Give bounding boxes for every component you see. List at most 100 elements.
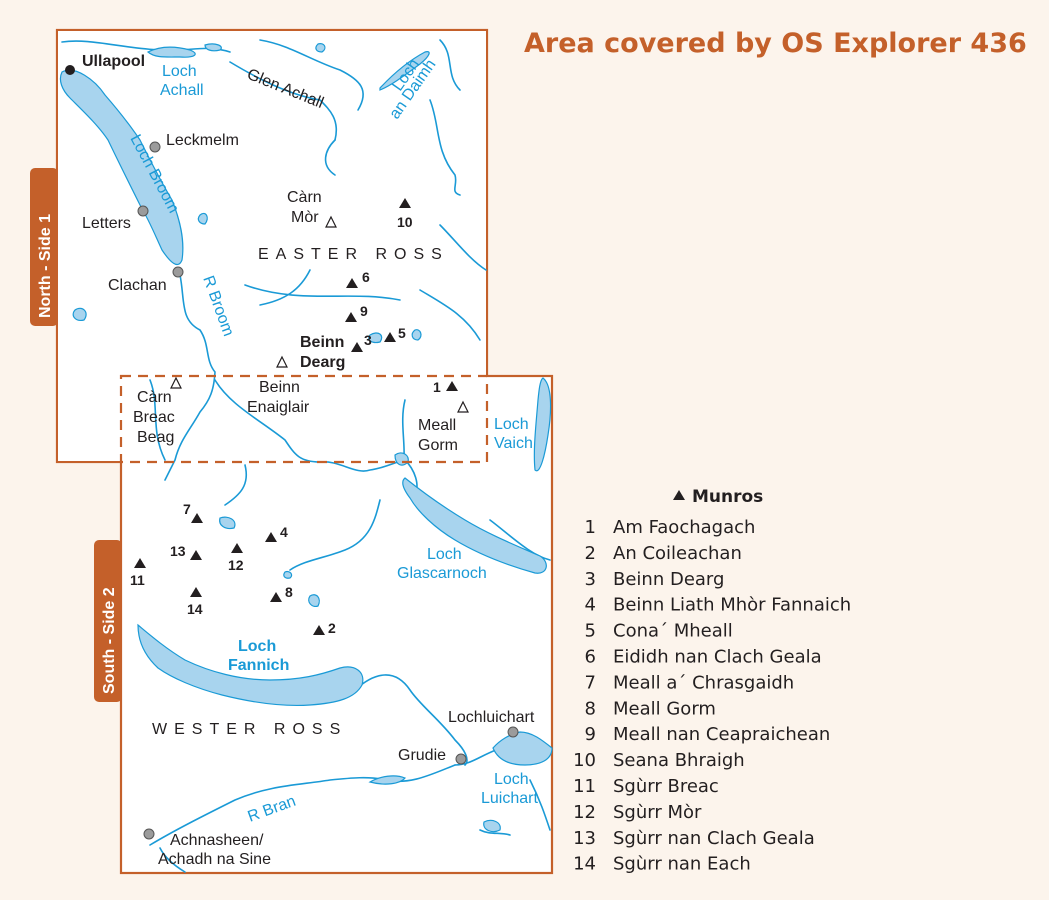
munro-4-number: 4 [280, 524, 288, 540]
legend-item-name: Meall Gorm [613, 698, 716, 719]
munro-1-icon [446, 381, 458, 391]
label-carn-breac-beag-1: Càrn [137, 389, 172, 406]
legend-item-name: Meall a´ Chrasgaidh [613, 672, 794, 693]
munro-6-number: 6 [362, 269, 370, 285]
munro-12-icon [231, 543, 243, 553]
label-beinn-dearg-1: Beinn [300, 334, 344, 351]
label-loch-fannich-2: Fannich [228, 657, 289, 674]
legend-item-number: 1 [585, 517, 596, 538]
label-lochluichart: Lochluichart [448, 709, 535, 726]
munro-4-icon [265, 532, 277, 542]
munro-10-number: 10 [397, 214, 413, 230]
munro-11-number: 11 [130, 572, 145, 588]
label-clachan: Clachan [108, 277, 167, 294]
munro-5-number: 5 [398, 325, 406, 341]
ullapool-marker [65, 65, 75, 75]
loch-achall-shape [146, 46, 196, 58]
south-side-tab: South - Side 2 [94, 540, 122, 702]
munro-13-number: 13 [170, 543, 186, 559]
legend-heading: Munros [692, 487, 763, 507]
munro-8-number: 8 [285, 584, 293, 600]
label-easter-ross: EASTER ROSS [258, 246, 449, 263]
legend-item-number: 5 [585, 621, 596, 642]
loch-vaich-shape [533, 377, 552, 472]
legend-item-name: Sgùrr Breac [613, 776, 719, 797]
label-achnasheen-1: Achnasheen/ [170, 832, 264, 849]
label-achnasheen-2: Achadh na Sine [158, 851, 271, 868]
meall-gorm-hill-icon [457, 400, 469, 413]
label-beinn-enaiglair-1: Beinn [259, 379, 300, 396]
label-loch-vaich-2: Vaich [494, 435, 533, 452]
legend-item-number: 7 [585, 672, 596, 693]
munro-3-icon [351, 342, 363, 352]
legend-item-number: 12 [573, 802, 596, 823]
clachan-marker [172, 266, 184, 278]
munro-6-icon [346, 278, 358, 288]
legend-item-number: 9 [585, 724, 596, 745]
overlap-area [119, 374, 489, 464]
munro-12-number: 12 [228, 557, 244, 573]
label-loch-vaich-1: Loch [494, 416, 529, 433]
munro-14-number: 14 [187, 601, 203, 617]
munro-3-number: 3 [364, 332, 372, 348]
legend-item-number: 11 [573, 776, 596, 797]
munro-9-icon [345, 312, 357, 322]
label-carn-breac-beag-3: Beag [137, 429, 174, 446]
triangle-peak-icon [673, 490, 685, 500]
munro-5-icon [384, 332, 396, 342]
label-loch-achall-1: Loch [162, 63, 197, 80]
grudie-marker [455, 753, 467, 765]
legend-item-name: Sgùrr nan Clach Geala [613, 828, 815, 849]
legend-item-number: 3 [585, 569, 596, 590]
loch-broom-shape [59, 69, 184, 265]
towns [65, 65, 519, 840]
label-loch-glascarnoch-2: Glascarnoch [397, 565, 487, 582]
label-loch-achall-2: Achall [160, 82, 204, 99]
label-leckmelm: Leckmelm [166, 132, 239, 149]
munro-10-icon [399, 198, 411, 208]
beinn-enaiglair-hill-icon [276, 355, 288, 368]
label-loch-glascarnoch-1: Loch [427, 546, 462, 563]
munro-2-number: 2 [328, 620, 336, 636]
label-letters: Letters [82, 215, 131, 232]
loch-fannich-shape [137, 623, 364, 706]
label-loch-fannich-1: Loch [238, 638, 276, 655]
legend-item-name: Cona´ Mheall [613, 621, 733, 642]
munro-9-number: 9 [360, 303, 368, 319]
carn-breac-beag-hill-icon [170, 376, 182, 389]
munro-11-icon [134, 558, 146, 568]
rivers [61, 39, 551, 873]
legend-item-name: Sgùrr nan Each [613, 854, 751, 875]
leckmelm-marker [149, 141, 161, 153]
munro-7-icon [191, 513, 203, 523]
legend-item-number: 14 [573, 854, 596, 875]
label-beinn-enaiglair-2: Enaiglair [247, 399, 310, 416]
hills [170, 215, 469, 413]
munro-numbers: 1 2 3 4 5 6 7 8 9 10 11 12 13 14 [130, 214, 441, 636]
carn-mor-hill-icon [325, 215, 337, 228]
loch-glascarnoch-shape [402, 477, 547, 574]
legend-item-number: 8 [585, 698, 596, 719]
map-title: Area covered by OS Explorer 436 [524, 28, 1027, 59]
munro-peaks [134, 198, 458, 635]
legend-item-number: 2 [585, 543, 596, 564]
legend-item-name: An Coileachan [613, 543, 742, 564]
munro-13-icon [190, 550, 202, 560]
legend-item-number: 4 [585, 595, 596, 616]
north-side-tab: North - Side 1 [30, 168, 58, 326]
legend-item-name: Am Faochagach [613, 517, 755, 538]
north-side-label: North - Side 1 [37, 214, 54, 318]
label-grudie: Grudie [398, 747, 446, 764]
legend-item-name: Eididh nan Clach Geala [613, 647, 822, 668]
lochs [59, 43, 553, 833]
loch-an-daimh-shape [379, 51, 430, 91]
munro-8-icon [270, 592, 282, 602]
label-carn-mor-2: Mòr [291, 209, 319, 226]
label-carn-mor-1: Càrn [287, 189, 322, 206]
legend-item-number: 10 [573, 750, 596, 771]
north-map-fill [58, 31, 486, 461]
label-loch-luichart-2: Luichart [481, 790, 538, 807]
legend-item-name: Sgùrr Mòr [613, 802, 702, 823]
